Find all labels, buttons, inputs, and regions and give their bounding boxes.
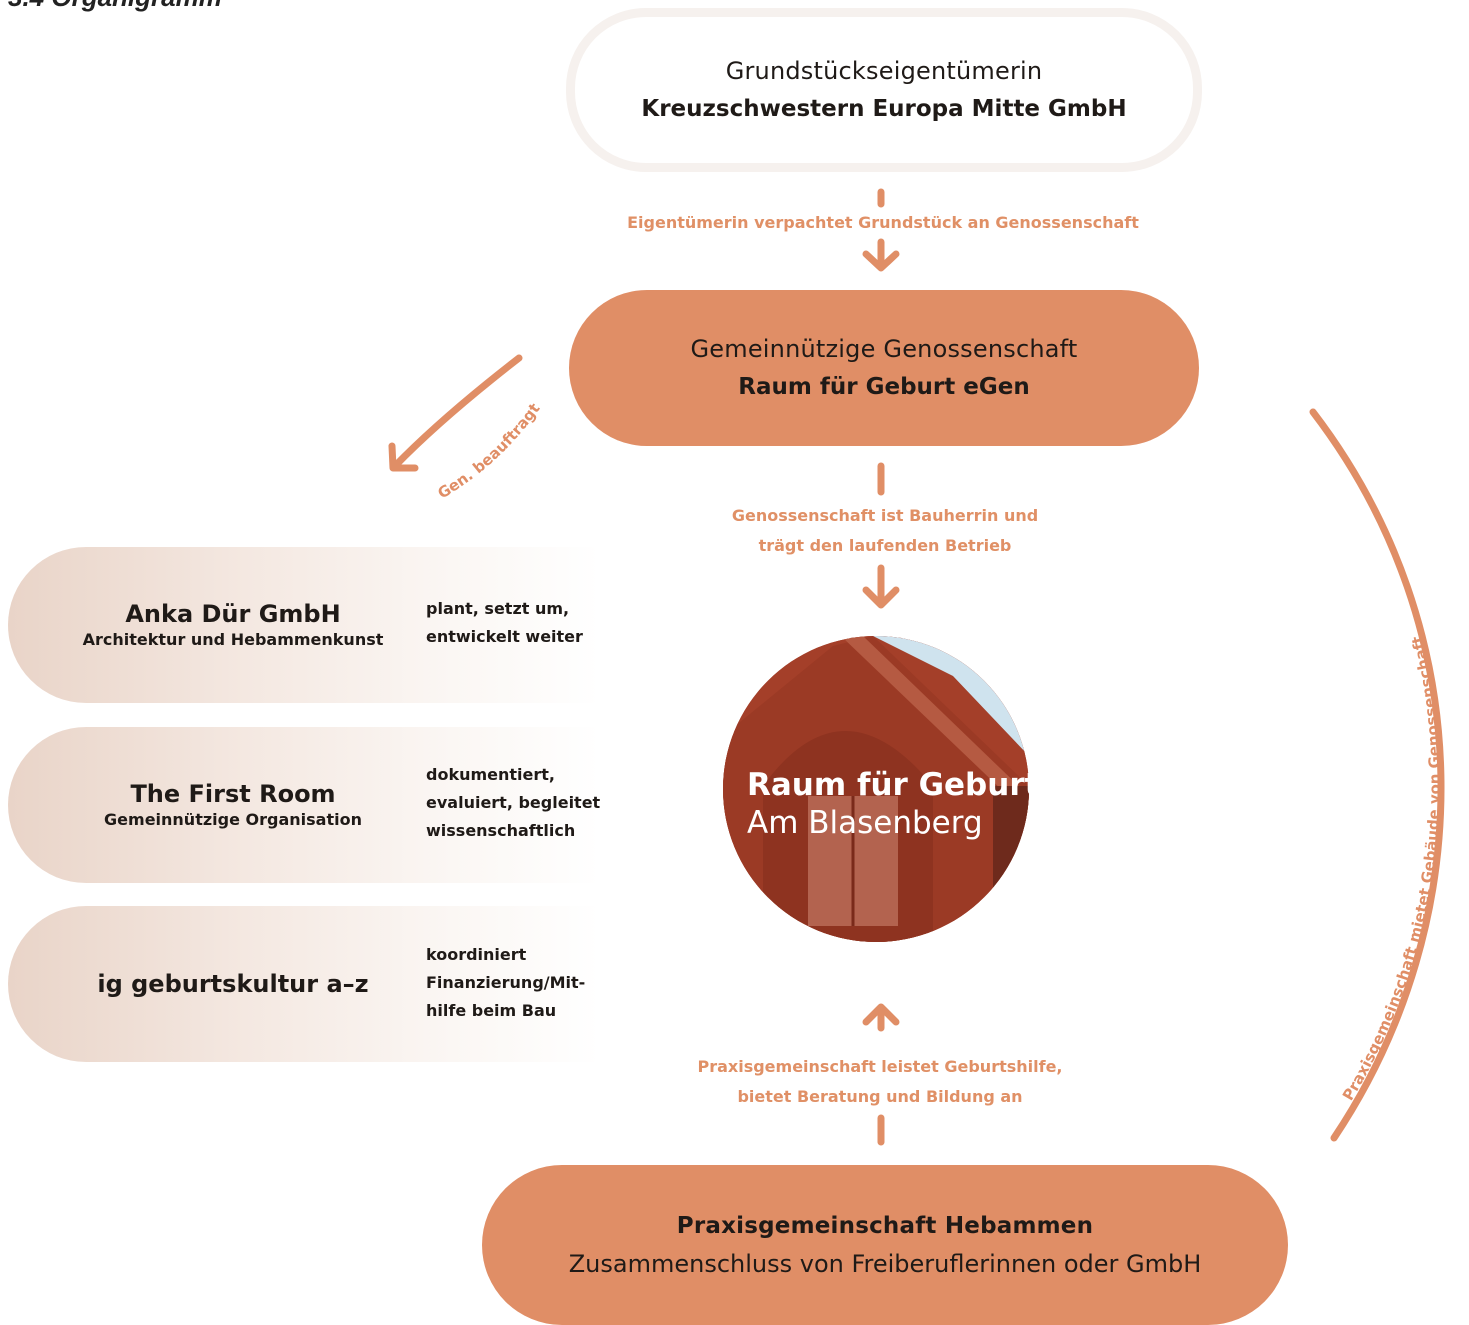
- partner-card-anka-duer: Anka Dür GmbH Architektur und Hebammenku…: [8, 547, 600, 703]
- flow-label-owner-coop: Eigentümerin verpachtet Grundstück an Ge…: [627, 213, 1139, 232]
- flow-label-practice-building-line1: Praxisgemeinschaft leistet Geburtshilfe,: [697, 1057, 1063, 1076]
- owner-role: Grundstückseigentümerin: [725, 57, 1043, 85]
- partner-role-line: evaluiert, begleitet: [426, 793, 601, 812]
- building-photo: [723, 636, 1029, 942]
- practice-description: Zusammenschluss von Freiberuflerinnen od…: [568, 1250, 1202, 1278]
- partner-name-block: The First Room Gemeinnützige Organisatio…: [38, 727, 428, 883]
- owner-node: Grundstückseigentümerin Kreuzschwestern …: [566, 8, 1202, 172]
- partner-name-block: Anka Dür GmbH Architektur und Hebammenku…: [38, 547, 428, 703]
- partner-role: plant, setzt um, entwickelt weiter: [426, 595, 616, 651]
- building-illustration: [723, 636, 1029, 942]
- practice-node: Praxisgemeinschaft Hebammen Zusammenschl…: [482, 1165, 1288, 1325]
- section-heading: 3.4 Organigramm: [8, 0, 222, 13]
- partner-subtitle: Architektur und Hebammenkunst: [82, 630, 384, 649]
- partner-name: The First Room: [130, 780, 336, 808]
- partner-name: Anka Dür GmbH: [125, 600, 341, 628]
- flow-label-practice-building: Praxisgemeinschaft leistet Geburtshilfe,…: [670, 1052, 1090, 1112]
- arrowhead-down-icon: [862, 250, 900, 272]
- partner-role-line: plant, setzt um,: [426, 599, 570, 618]
- building-caption: Raum für Geburt. Am Blasenberg: [747, 766, 1051, 842]
- commission-arc: [391, 354, 523, 470]
- arrowhead-down-icon: [862, 586, 900, 609]
- partner-name: ig geburtskultur a–z: [97, 970, 369, 998]
- partner-role-line: hilfe beim Bau: [426, 1001, 557, 1020]
- building-subtitle: Am Blasenberg: [747, 805, 983, 841]
- coop-role: Gemeinnützige Genossenschaft: [690, 335, 1078, 363]
- partner-role-line: Finanzierung/Mit-: [426, 973, 586, 992]
- rent-arc: [1309, 408, 1445, 1142]
- partner-role-line: entwickelt weiter: [426, 627, 583, 646]
- flow-label-practice-building-line2: bietet Beratung und Bildung an: [737, 1087, 1023, 1106]
- flow-label-coop-building: Genossenschaft ist Bauherrin und trägt d…: [680, 501, 1090, 561]
- partner-role-line: dokumentiert,: [426, 765, 555, 784]
- practice-name: Praxisgemeinschaft Hebammen: [676, 1213, 1094, 1239]
- flow-label-coop-building-line1: Genossenschaft ist Bauherrin und: [731, 506, 1039, 525]
- arrowhead-up-icon: [862, 1003, 900, 1026]
- partner-role-line: koordiniert: [426, 945, 527, 964]
- partner-name-block: ig geburtskultur a–z: [38, 906, 428, 1062]
- flow-label-coop-building-line2: trägt den laufenden Betrieb: [758, 536, 1012, 555]
- partner-role-line: wissenschaftlich: [426, 821, 576, 840]
- coop-name: Raum für Geburt eGen: [738, 374, 1030, 400]
- coop-node: Gemeinnützige Genossenschaft Raum für Ge…: [569, 290, 1199, 446]
- building-title: Raum für Geburt.: [747, 767, 1052, 803]
- arrowhead-left-icon: [388, 442, 419, 472]
- owner-name: Kreuzschwestern Europa Mitte GmbH: [641, 96, 1127, 122]
- partner-role: koordiniert Finanzierung/Mit- hilfe beim…: [426, 941, 616, 1025]
- partner-card-ig-geburtskultur: ig geburtskultur a–z koordiniert Finanzi…: [8, 906, 600, 1062]
- partner-role: dokumentiert, evaluiert, begleitet wisse…: [426, 761, 616, 845]
- partner-card-first-room: The First Room Gemeinnützige Organisatio…: [8, 727, 600, 883]
- partner-subtitle: Gemeinnützige Organisation: [104, 810, 362, 829]
